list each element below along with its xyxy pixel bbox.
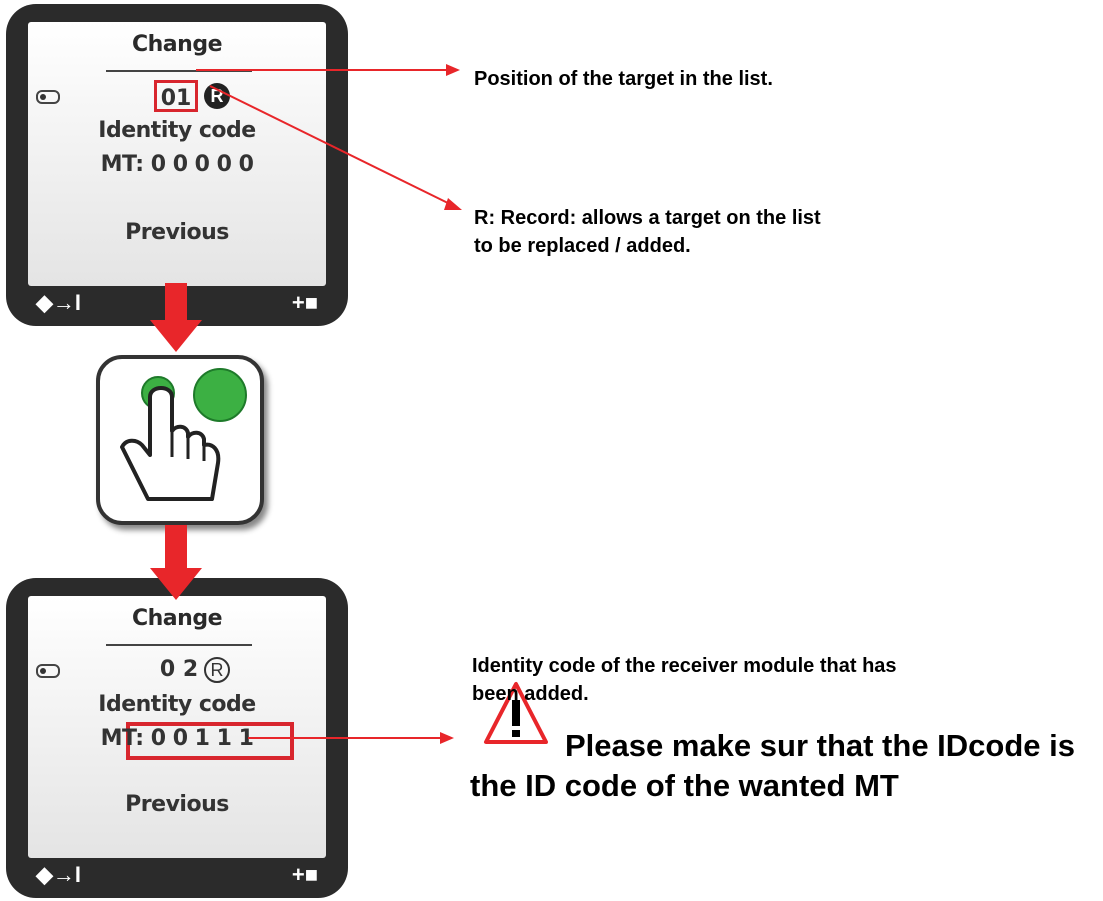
warning-line1: Please make sur that the IDcode is — [565, 728, 1075, 763]
callout-identity: Identity code of the receiver module tha… — [472, 652, 897, 708]
position-number: 01 — [154, 80, 198, 112]
position-number: 0 2 — [159, 657, 199, 682]
softkey-left-icon[interactable]: ◆→I — [36, 290, 82, 315]
device-display: Change 0 2 R Identity code MT: 0 0 1 1 1… — [28, 596, 326, 858]
mt-highlight-box — [126, 722, 294, 760]
identity-code-label: Identity code — [98, 692, 256, 717]
finger-press-icon — [120, 368, 247, 501]
record-badge-icon: R — [204, 657, 230, 683]
position-pointer-line — [196, 64, 460, 76]
title-divider — [106, 644, 252, 646]
identity-code-label: Identity code — [98, 118, 256, 143]
callout-record-line1: R: Record: allows a target on the list — [474, 207, 821, 229]
down-arrow-1 — [150, 283, 202, 352]
callout-identity-line2: been added. — [472, 683, 589, 705]
battery-icon — [36, 90, 60, 104]
menu-previous[interactable]: Previous — [125, 220, 229, 245]
screen-title: Change — [132, 32, 222, 57]
warning-line2: the ID code of the wanted MT — [470, 768, 899, 803]
mt-code-value: MT: 0 0 1 1 1 — [100, 726, 254, 751]
record-pointer-line — [209, 85, 462, 210]
down-arrow-2 — [150, 525, 202, 600]
screen-title: Change — [132, 606, 222, 631]
button-press-panel — [96, 355, 264, 525]
callout-record-line2: to be replaced / added. — [474, 235, 691, 257]
menu-previous[interactable]: Previous — [125, 792, 229, 817]
warning-triangle-icon — [484, 682, 548, 744]
warning-message: Please make sur that the IDcode is the I… — [470, 726, 1075, 806]
device-screen-before: Change 01 R Identity code MT: 0 0 0 0 0 … — [6, 4, 348, 326]
battery-icon — [36, 664, 60, 678]
callout-position: Position of the target in the list. — [474, 68, 773, 90]
callout-identity-line1: Identity code of the receiver module tha… — [472, 655, 897, 677]
softkey-left-icon[interactable]: ◆→I — [36, 862, 82, 887]
mt-code-value: MT: 0 0 0 0 0 — [100, 152, 254, 177]
title-divider — [106, 70, 252, 72]
softkey-right-icon[interactable]: +■ — [291, 290, 318, 315]
identity-pointer-line — [248, 732, 454, 744]
softkey-right-icon[interactable]: +■ — [291, 862, 318, 887]
device-display: Change 01 R Identity code MT: 0 0 0 0 0 … — [28, 22, 326, 286]
record-badge-icon: R — [204, 83, 230, 109]
callout-record: R: Record: allows a target on the list t… — [474, 204, 821, 260]
